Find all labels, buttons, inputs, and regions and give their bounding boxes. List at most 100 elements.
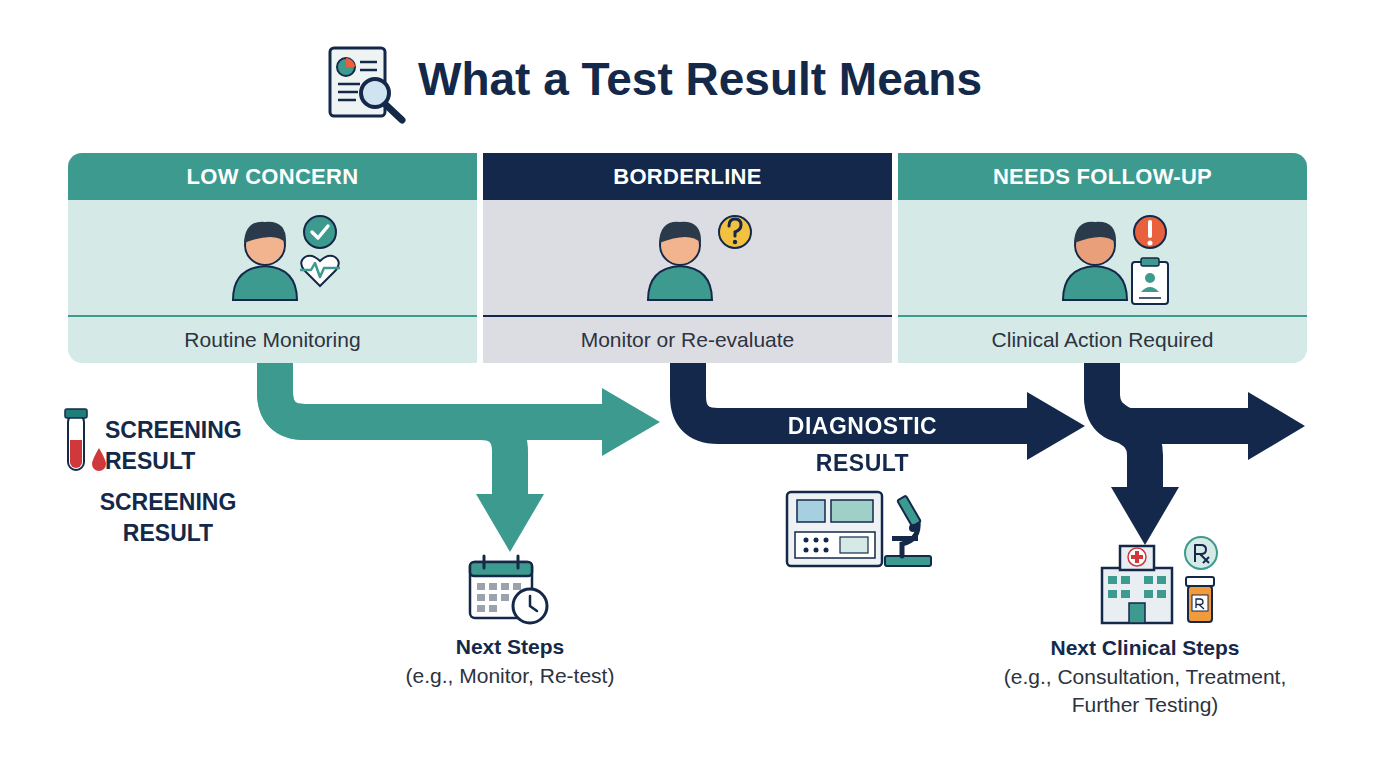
report-icon [330, 48, 402, 120]
report-icon-part [361, 79, 389, 107]
lab-equipment-icon-part [814, 548, 819, 553]
calendar-icon-part [517, 556, 520, 568]
lab-equipment-icon-part [787, 492, 882, 566]
calendar-icon-part [530, 596, 537, 611]
hospital-icon-part [1108, 590, 1117, 598]
lab-equipment-icon-part [892, 536, 918, 541]
hospital-icon-part [1128, 548, 1146, 566]
flow-arrow [1102, 363, 1179, 545]
result-panel: LOW CONCERN Routine Monitoring [68, 153, 477, 363]
person-icon-part [233, 266, 297, 300]
calendar-icon-part [489, 605, 497, 612]
lab-equipment-icon-part [804, 538, 809, 543]
person-icon-part [1132, 262, 1168, 304]
hospital-icon-part [1186, 577, 1214, 586]
person-icon-part [1134, 216, 1166, 248]
test-tube-icon [65, 409, 106, 471]
lab-equipment-icon-part [831, 500, 873, 522]
hospital-icon-part [1144, 576, 1153, 584]
panel-spacer [483, 200, 892, 315]
report-icon-part [360, 61, 377, 64]
next-step-box: Next Steps(e.g., Monitor, Re-test) [360, 552, 660, 690]
lab-equipment-icon-part [804, 548, 809, 553]
person-icon-part [300, 263, 340, 277]
hospital-icon-part [1131, 555, 1143, 559]
report-icon-part [360, 69, 377, 72]
hospital-icon-part [1196, 599, 1204, 609]
person-icon-part [1139, 297, 1161, 299]
person-icon-part [719, 216, 751, 248]
lab-equipment-icon-part [824, 548, 829, 553]
calendar-icon-part [501, 583, 509, 590]
lab-equipment-icon-part [824, 538, 829, 543]
hospital-icon-part [1108, 576, 1117, 584]
person-icon-part [1148, 241, 1153, 246]
arrow-band [688, 363, 1031, 426]
person-icon-part [1063, 266, 1127, 300]
arrow-head [476, 494, 544, 552]
test-tube-icon-part [70, 440, 82, 468]
panel-caption: Monitor or Re-evaluate [483, 315, 892, 363]
person-icon-part [659, 222, 701, 243]
hospital-icon-part [1188, 586, 1212, 622]
hospital-icon-part [1129, 603, 1145, 623]
panel-heading: NEEDS FOLLOW-UP [898, 153, 1307, 200]
lab-equipment-icon-part [797, 500, 825, 522]
step-detail: (e.g., Consultation, Treatment, Further … [1000, 663, 1290, 719]
person-icon [1063, 216, 1168, 304]
lab-equipment-icon-part [885, 556, 931, 566]
calendar-icon-part [470, 562, 532, 576]
result-panel: BORDERLINEMonitor or Re-evaluate [483, 153, 892, 363]
hospital-icon-part [1192, 595, 1208, 611]
panel-heading: LOW CONCERN [68, 153, 477, 200]
report-icon-part [337, 58, 355, 76]
hospital-icon-part [1157, 576, 1166, 584]
person-icon-part [1148, 222, 1152, 236]
diagram-title: What a Test Result Means [418, 52, 982, 106]
person-icon-part [648, 266, 712, 300]
person-icon [648, 216, 751, 300]
next-step-box: Next Clinical Steps(e.g., Consultation, … [1000, 545, 1290, 719]
calendar-icon-part [501, 594, 509, 601]
step-heading: Next Steps [360, 632, 660, 662]
hospital-icon-part [1195, 545, 1209, 563]
hospital-icon-part [1121, 590, 1130, 598]
report-icon-part [385, 104, 402, 120]
arrow-head [1027, 392, 1085, 460]
result-type-label: SCREENING RESULT [88, 487, 248, 549]
flow-arrow [688, 363, 1085, 460]
calendar-icon-part [477, 605, 485, 612]
hospital-icon-part [1185, 537, 1217, 569]
arrow-head [602, 388, 660, 456]
hospital-icon [1102, 537, 1217, 623]
hospital-icon-part [1144, 590, 1153, 598]
arrow-band [275, 363, 510, 498]
person-icon [233, 216, 340, 300]
test-tube-icon-part [92, 448, 106, 471]
lab-equipment-icon-part [840, 537, 868, 553]
panel-caption: Clinical Action Required [898, 315, 1307, 363]
calendar-icon-part [489, 583, 497, 590]
step-heading: Next Clinical Steps [1000, 633, 1290, 663]
hospital-icon-part [1135, 551, 1139, 563]
panel-caption: Routine Monitoring [68, 315, 477, 363]
person-icon-part [1141, 258, 1159, 266]
lab-equipment-icon-part [795, 532, 875, 558]
lab-equipment-icon-part [814, 538, 819, 543]
person-icon-part [729, 219, 741, 236]
person-icon-part [660, 225, 700, 265]
person-icon-part [1074, 222, 1116, 243]
person-icon-part [312, 226, 328, 238]
report-icon-part [330, 48, 385, 116]
person-icon-part [1075, 225, 1115, 265]
person-icon-part [1141, 287, 1159, 292]
hospital-icon-part [1102, 568, 1172, 623]
lab-equipment-icon-part [897, 496, 921, 527]
hospital-icon-part [1121, 576, 1130, 584]
report-icon-part [338, 83, 360, 86]
person-icon-part [733, 240, 737, 244]
flow-arrow [275, 363, 544, 552]
calendar-icon [470, 556, 547, 623]
report-icon-part [346, 58, 355, 67]
